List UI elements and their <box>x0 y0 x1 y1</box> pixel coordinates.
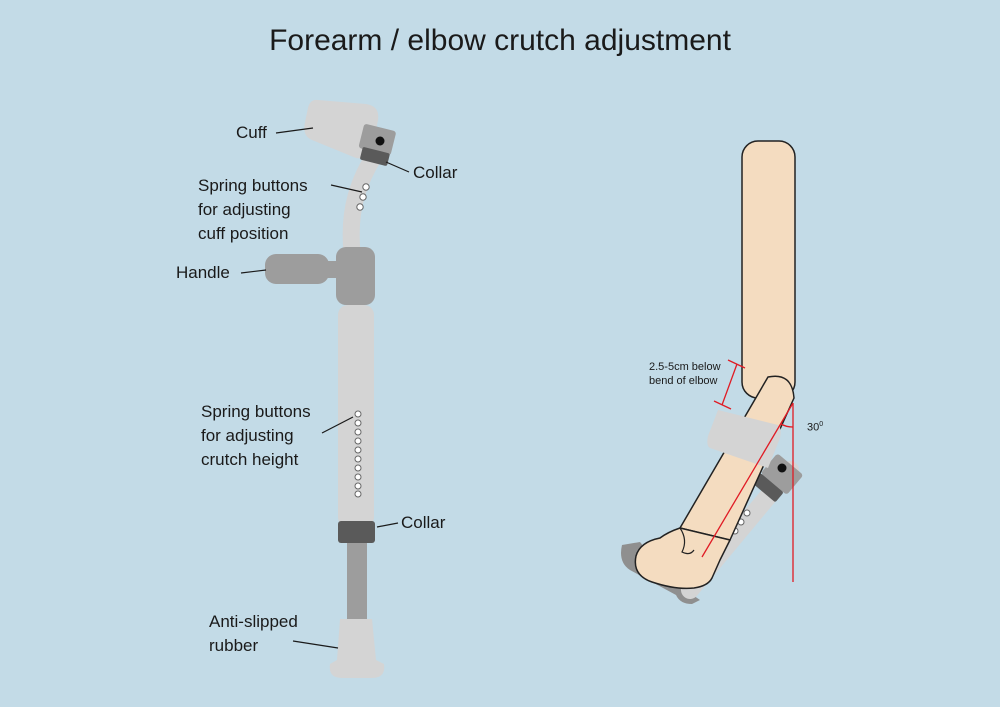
handle <box>265 254 340 284</box>
arm-illustration <box>621 140 803 604</box>
spring-buttons-cuff <box>356 183 370 211</box>
label-spring-height-line: Spring buttons <box>201 402 311 421</box>
collar-top <box>358 124 396 166</box>
spring-buttons-height <box>354 410 362 498</box>
label-spring-cuff: Spring buttons for adjusting cuff positi… <box>198 174 308 246</box>
label-collar-top: Collar <box>413 163 458 182</box>
label-angle: 300 <box>807 418 823 435</box>
label-spring-cuff-line: cuff position <box>198 224 289 243</box>
right-collar-bolt <box>777 463 787 473</box>
label-cuff: Cuff <box>236 123 267 142</box>
handle-joint <box>336 247 375 305</box>
hand <box>634 527 731 590</box>
forearm <box>679 375 795 541</box>
collar-bolt <box>375 136 385 146</box>
label-distance: 2.5-5cm below bend of elbow <box>649 360 721 388</box>
cuff-arm-tube <box>342 141 387 261</box>
right-crutch-collar <box>753 454 803 502</box>
angle-arc <box>780 423 794 428</box>
leader-lines <box>240 127 410 649</box>
lower-tube <box>347 543 367 621</box>
label-spring-cuff-line: for adjusting <box>198 200 291 219</box>
label-distance-line: 2.5-5cm below <box>649 361 721 373</box>
rubber-tip <box>329 619 385 678</box>
collar-bottom <box>338 521 375 543</box>
label-handle: Handle <box>176 263 230 282</box>
crutch <box>265 99 396 678</box>
page-title: Forearm / elbow crutch adjustment <box>269 24 731 57</box>
crutch-angle-line <box>701 402 794 558</box>
arm-cuff <box>707 410 781 468</box>
label-spring-height-line: for adjusting <box>201 426 294 445</box>
label-spring-height: Spring buttons for adjusting crutch heig… <box>201 400 311 472</box>
label-spring-cuff-line: Spring buttons <box>198 176 308 195</box>
label-distance-line: bend of elbow <box>649 375 718 387</box>
label-collar-bottom: Collar <box>401 513 446 532</box>
label-rubber-line: Anti-slipped <box>209 612 298 631</box>
upper-arm <box>741 140 796 399</box>
angle-unit: 0 <box>819 421 824 428</box>
measurement-lines <box>701 359 794 582</box>
label-spring-height-line: crutch height <box>201 450 299 469</box>
label-rubber-line: rubber <box>209 636 259 655</box>
label-rubber: Anti-slipped rubber <box>209 610 298 658</box>
angle-value: 30 <box>807 421 820 434</box>
